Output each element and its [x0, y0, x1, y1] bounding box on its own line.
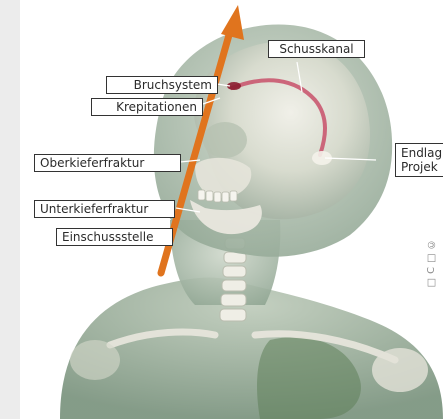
shoulder-joint-right	[372, 348, 428, 392]
image-credit-cropped: □ C □ ©	[426, 228, 440, 288]
label-endlage-line1: Endlag	[401, 146, 443, 160]
label-einschussstelle: Einschussstelle	[56, 228, 173, 246]
teeth	[198, 190, 237, 202]
label-krepitationen: Krepitationen	[91, 98, 203, 116]
label-schusskanal: Schusskanal	[268, 40, 365, 58]
shoulder-joint-left	[70, 340, 120, 380]
label-endlage: Endlag Projek	[395, 143, 443, 177]
label-oberkieferfraktur: Oberkieferfraktur	[34, 154, 181, 172]
label-endlage-line2: Projek	[401, 160, 443, 174]
label-unterkieferfraktur: Unterkieferfraktur	[34, 200, 175, 218]
orbit	[203, 122, 247, 158]
left-margin-strip	[0, 0, 20, 419]
label-bruchsystem: Bruchsystem	[106, 76, 218, 94]
